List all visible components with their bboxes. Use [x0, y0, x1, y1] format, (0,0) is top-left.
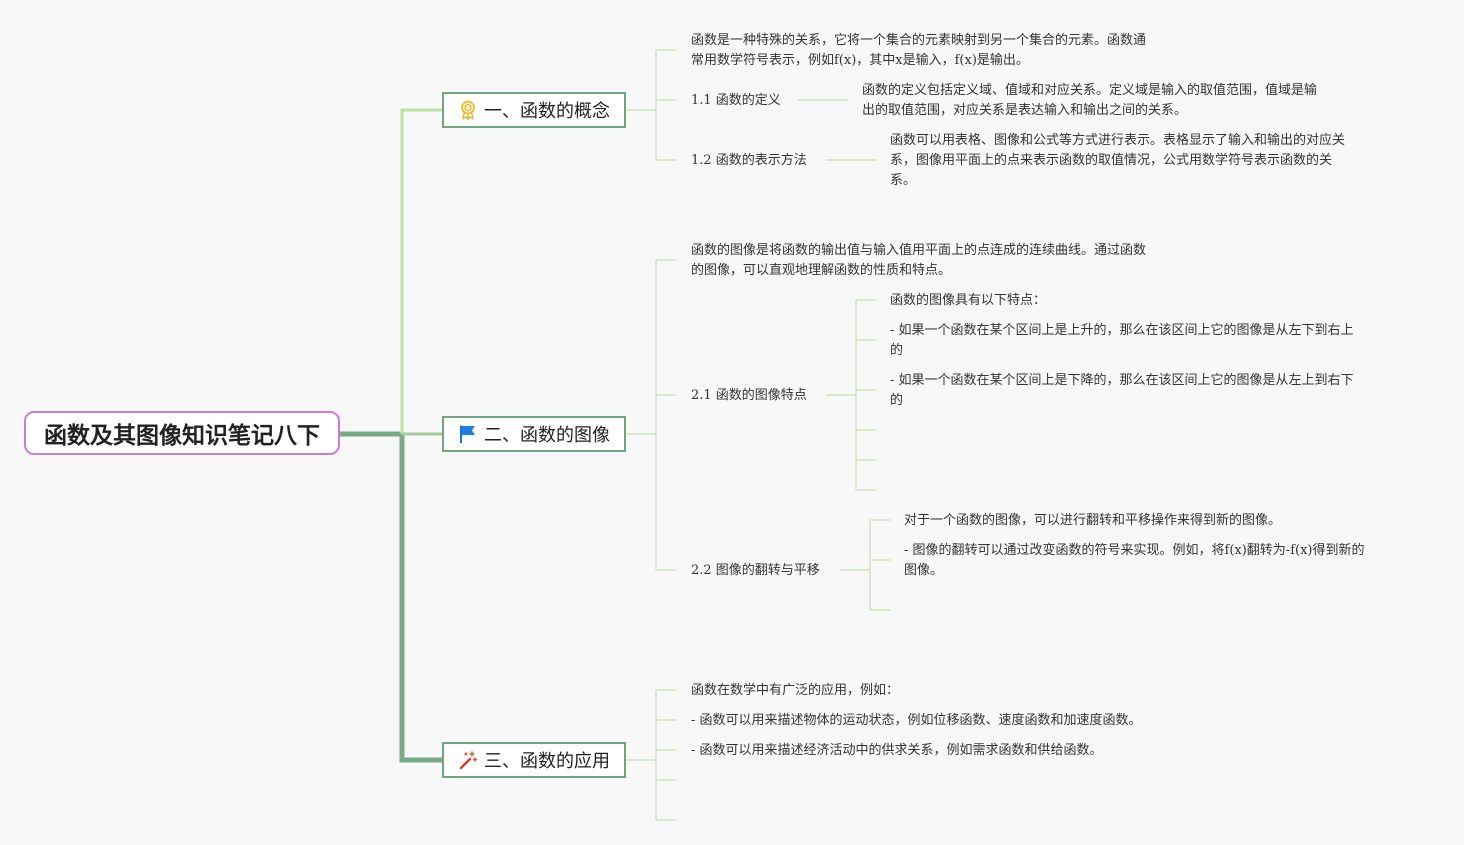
- sub22-connector: [840, 519, 890, 611]
- flip-translate-item-1: 对于一个函数的图像，可以进行翻转和平移操作来得到新的图像。: [904, 513, 1282, 528]
- branch-function-application[interactable]: 三、函数的应用: [442, 742, 626, 778]
- sub-topic-graph-features[interactable]: 2.1 函数的图像特点: [691, 388, 807, 403]
- flip-translate-item-2-line-1: - 图像的翻转可以通过改变函数的符号来实现。例如，将f(x)翻转为-f(x)得到…: [904, 543, 1365, 558]
- magic-wand-icon: [459, 751, 478, 770]
- graph-features-item-3-line-2: 的: [890, 393, 904, 408]
- graph-features-item-1: 函数的图像具有以下特点：: [890, 293, 1047, 308]
- branch2-connector: [626, 259, 676, 571]
- branch-label: 一、函数的概念: [484, 101, 610, 122]
- branch-label: 三、函数的应用: [484, 751, 610, 772]
- branch1-connector: [626, 49, 676, 161]
- root-topic[interactable]: 函数及其图像知识笔记八下: [24, 411, 340, 455]
- application-item-2: - 函数可以用来描述物体的运动状态，例如位移函数、速度函数和加速度函数。: [691, 713, 1142, 728]
- blue-flag-icon: [460, 425, 475, 443]
- representation-text-line-1: 函数可以用表格、图像和公式等方式进行表示。表格显示了输入和输出的对应关: [890, 133, 1346, 148]
- branch2-intro-line-1: 函数的图像是将函数的输出值与输入值用平面上的点连成的连续曲线。通过函数: [691, 243, 1147, 258]
- flip-translate-item-2-line-2: 图像。: [904, 563, 944, 578]
- definition-text-line-1: 函数的定义包括定义域、值域和对应关系。定义域是输入的取值范围，值域是输: [862, 83, 1318, 98]
- representation-text-line-2: 系，图像用平面上的点来表示函数的取值情况，公式用数学符号表示函数的关: [890, 153, 1333, 168]
- application-item-3: - 函数可以用来描述经济活动中的供求关系，例如需求函数和供给函数。: [691, 743, 1103, 758]
- sub-topic-definition[interactable]: 1.1 函数的定义: [691, 93, 781, 108]
- representation-text-line-3: 系。: [890, 173, 917, 188]
- sub-topic-flip-translate[interactable]: 2.2 图像的翻转与平移: [691, 563, 820, 578]
- award-ribbon-icon: [461, 100, 475, 120]
- graph-features-item-2-line-2: 的: [890, 343, 904, 358]
- definition-text-line-2: 出的取值范围，对应关系是表达输入和输出之间的关系。: [862, 103, 1188, 118]
- branch-label: 二、函数的图像: [484, 425, 610, 446]
- application-item-1: 函数在数学中有广泛的应用，例如：: [691, 683, 900, 698]
- branch2-intro-line-2: 的图像，可以直观地理解函数的性质和特点。: [691, 263, 952, 278]
- branch-function-graph[interactable]: 二、函数的图像: [442, 416, 626, 452]
- branch-function-concept[interactable]: 一、函数的概念: [442, 92, 626, 128]
- sub-topic-representation[interactable]: 1.2 函数的表示方法: [691, 153, 807, 168]
- trunk-connector: [340, 431, 442, 763]
- graph-features-item-2-line-1: - 如果一个函数在某个区间上是上升的，那么在该区间上它的图像是从左下到右上: [890, 323, 1354, 338]
- branch1-intro-line-1: 函数是一种特殊的关系，它将一个集合的元素映射到另一个集合的元素。函数通: [691, 33, 1147, 48]
- trunk-connector-light: [400, 108, 442, 434]
- graph-features-item-3-line-1: - 如果一个函数在某个区间上是下降的，那么在该区间上它的图像是从左上到右下: [890, 373, 1354, 388]
- sub21-connector: [826, 299, 876, 491]
- branch3-connector: [626, 689, 676, 821]
- branch1-intro-line-2: 常用数学符号表示，例如f(x)，其中x是输入，f(x)是输出。: [691, 53, 1029, 68]
